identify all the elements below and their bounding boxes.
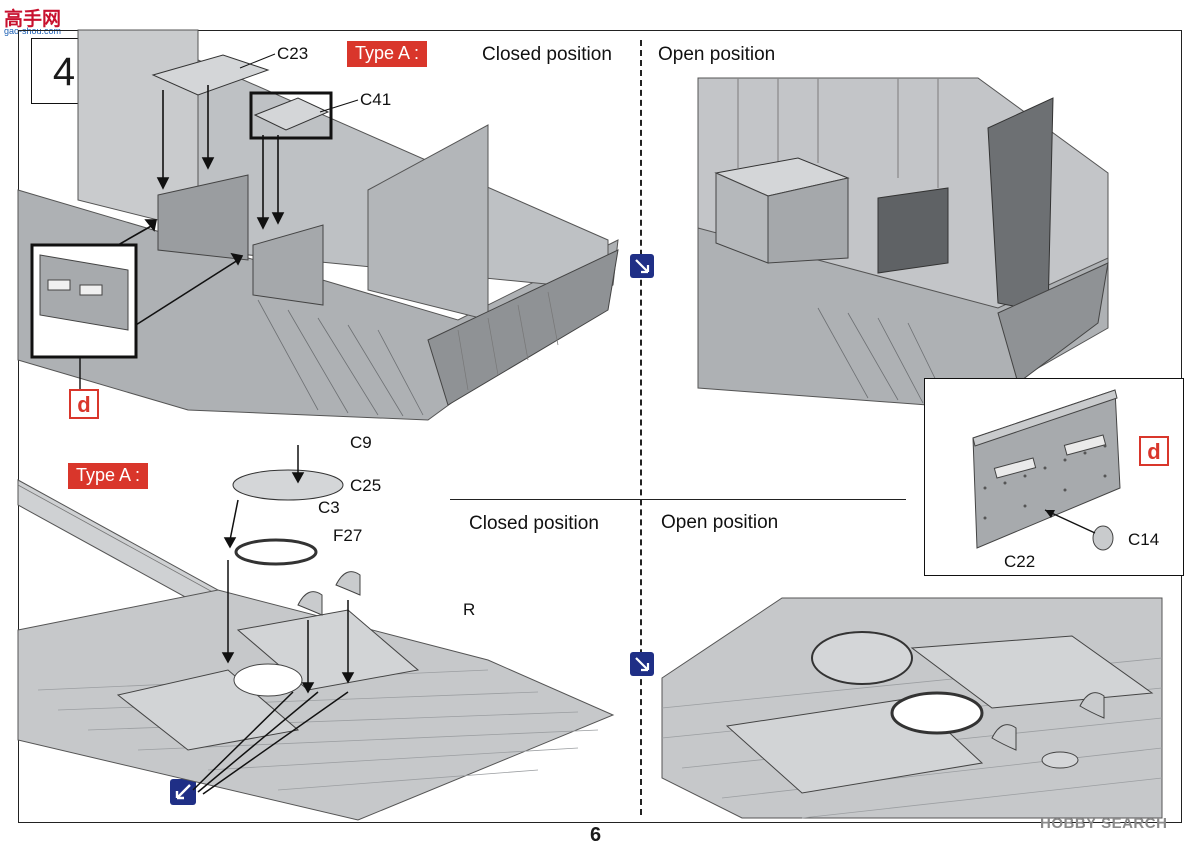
type-a-badge-bottom: Type A :: [68, 463, 149, 489]
detail-panel-illustration: [972, 389, 1121, 551]
open-position-label-top: Open position: [658, 44, 776, 65]
part-label-r: R: [463, 600, 476, 619]
part-label-c9: C9: [350, 433, 372, 452]
watermark-url: gao-shou.com: [4, 26, 62, 36]
watermark-logo: 高手网: [4, 9, 62, 30]
hull-closed-illustration: [17, 29, 619, 421]
part-label-f27: F27: [333, 526, 363, 545]
watermark-hobby-search: HOBBY SEARCH: [1040, 815, 1168, 832]
deck-open-illustration: [661, 597, 1163, 819]
part-label-c3: C3: [318, 498, 340, 517]
hull-open-illustration: [697, 77, 1109, 409]
deck-closed-illustration: [17, 445, 615, 821]
vertical-divider: [640, 40, 642, 815]
section-divider: [450, 499, 906, 500]
closed-position-label-bottom: Closed position: [469, 513, 599, 534]
type-a-badge-top: Type A :: [347, 41, 428, 67]
part-label-c41: C41: [360, 90, 392, 109]
open-position-label-bottom: Open position: [661, 512, 779, 533]
part-label-c23: C23: [277, 44, 309, 63]
page-number: 6: [590, 824, 602, 846]
closed-position-label-top: Closed position: [482, 44, 612, 65]
part-label-c22: C22: [1004, 552, 1036, 571]
rotate-view-icon-left: [170, 779, 196, 805]
callout-d-main: d: [69, 389, 99, 419]
rotate-view-icon-bottom: [630, 652, 654, 676]
callout-d-inset: d: [1139, 436, 1169, 466]
part-label-c14: C14: [1128, 530, 1160, 549]
rotate-view-icon-top: [630, 254, 654, 278]
part-label-c25: C25: [350, 476, 382, 495]
